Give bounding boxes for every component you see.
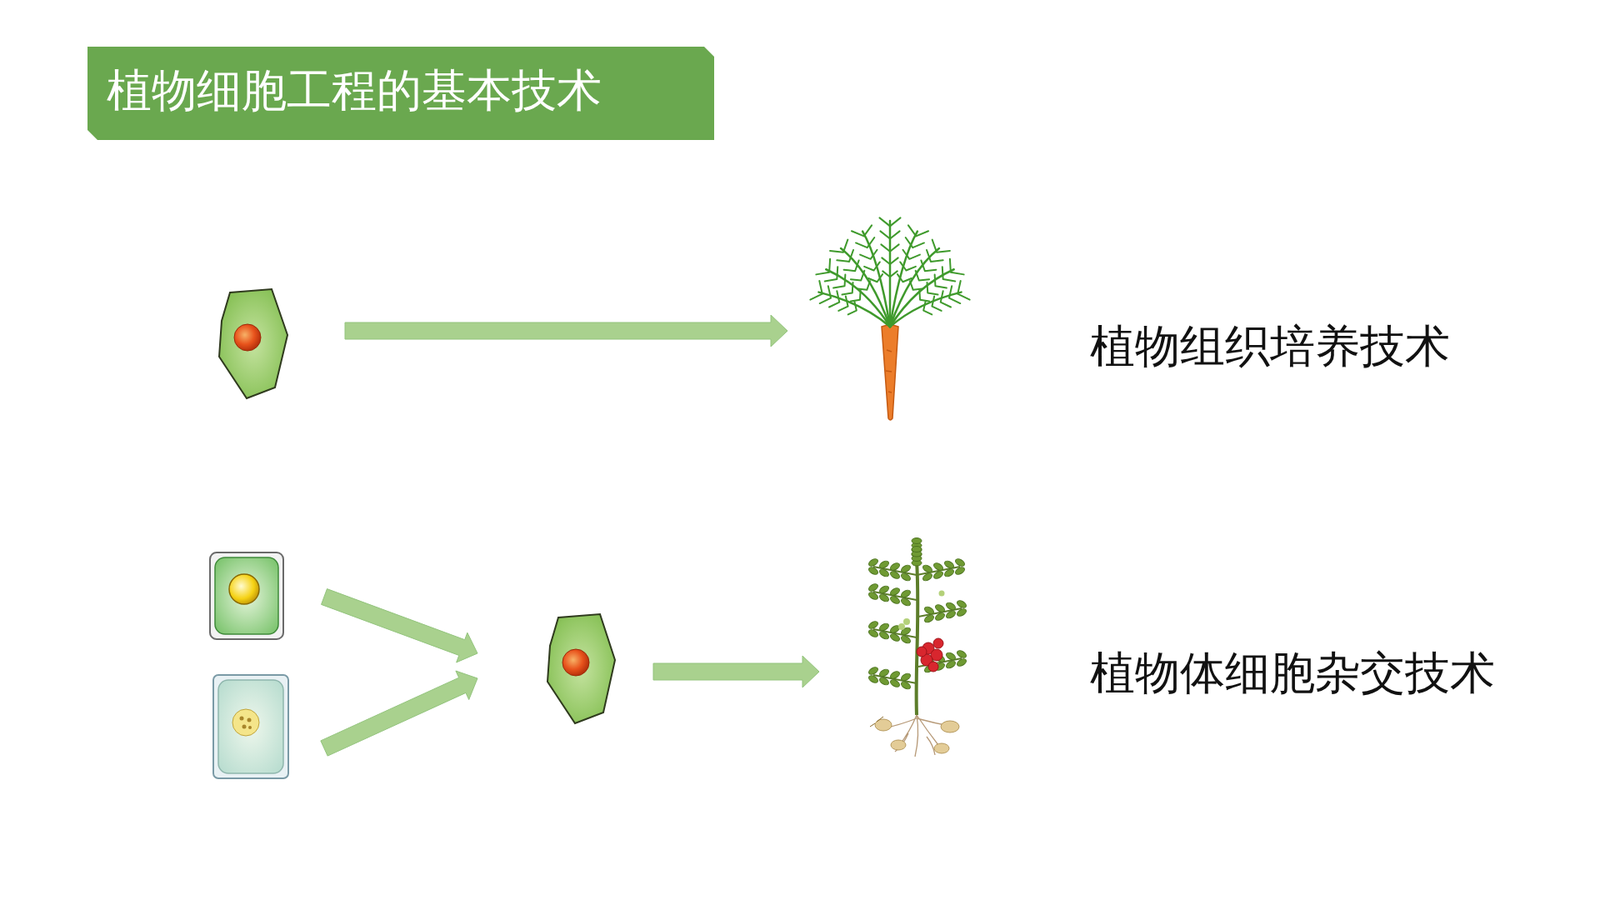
hybrid-cell: [547, 614, 615, 724]
plant-cell-b: [213, 675, 289, 779]
carrot-plant: [810, 217, 970, 420]
hybrid-plant: [867, 538, 968, 758]
technique-label: 植物组织培养技术: [1090, 320, 1450, 375]
plant-cell: [219, 289, 288, 399]
title: 植物细胞工程的基本技术: [106, 64, 602, 119]
process-arrows: [320, 315, 820, 756]
block-arrow: [320, 670, 478, 756]
block-arrow: [653, 655, 820, 688]
block-arrow: [321, 589, 478, 663]
title-banner: [87, 46, 715, 140]
block-arrow: [345, 315, 788, 347]
plant-cell-a: [210, 552, 284, 640]
technique-label: 植物体细胞杂交技术: [1090, 646, 1495, 701]
